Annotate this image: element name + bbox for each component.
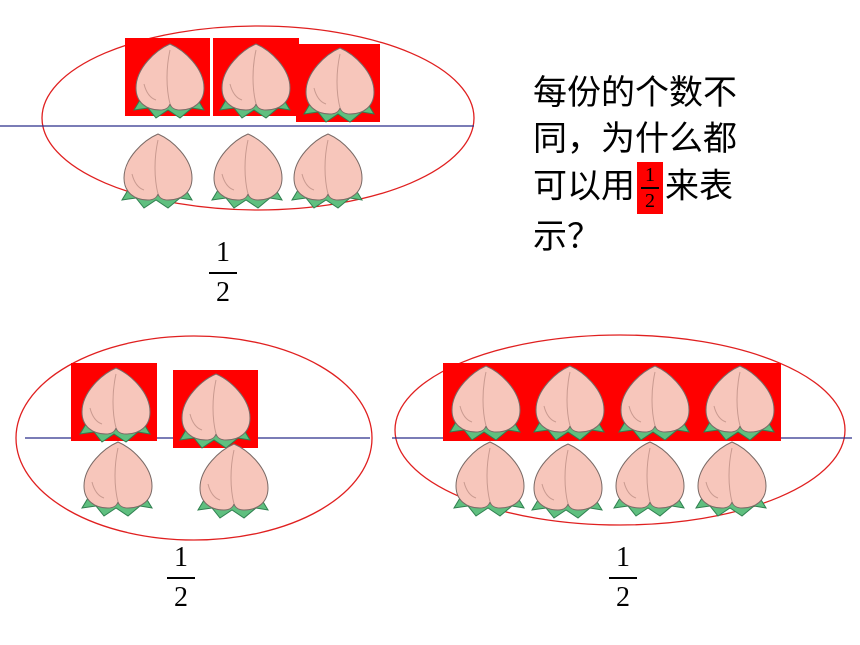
fraction-bar (609, 577, 637, 579)
question-line-3-start: 可以用 (533, 166, 635, 207)
peach (291, 133, 363, 209)
fraction-numerator: 1 (645, 164, 655, 186)
fraction-denominator: 2 (645, 189, 655, 212)
group-2-fraction: 1 2 (161, 543, 201, 613)
group-ellipse (394, 334, 846, 526)
fraction-bar (209, 272, 237, 274)
question-line-2: 同，为什么都 (533, 119, 737, 159)
peach-group-3 (392, 334, 852, 526)
fraction-numerator: 1 (216, 237, 230, 268)
fraction-bar (167, 577, 195, 579)
peach (453, 441, 525, 517)
question-line-3-end: 来表 (665, 166, 733, 207)
fraction-denominator: 2 (216, 277, 230, 308)
group-ellipse (41, 25, 475, 211)
peach (531, 443, 603, 519)
group-1-fraction: 1 2 (203, 238, 243, 308)
fraction-numerator: 1 (616, 542, 630, 573)
peach-group-1 (0, 25, 475, 211)
peach (197, 443, 269, 519)
question-line-4: 示？ (533, 216, 601, 257)
fraction-denominator: 2 (174, 582, 188, 613)
peach (613, 441, 685, 517)
question-line-1: 每份的个数不 (533, 73, 737, 113)
peach (211, 133, 283, 209)
peach (121, 133, 193, 209)
peach (695, 441, 767, 517)
fraction-numerator: 1 (174, 542, 188, 573)
group-3-fraction: 1 2 (603, 543, 643, 613)
fraction-bar (641, 187, 659, 189)
peach (81, 441, 153, 517)
fraction-denominator: 2 (616, 582, 630, 613)
peach-group-2 (15, 335, 373, 541)
group-ellipse (15, 335, 373, 541)
